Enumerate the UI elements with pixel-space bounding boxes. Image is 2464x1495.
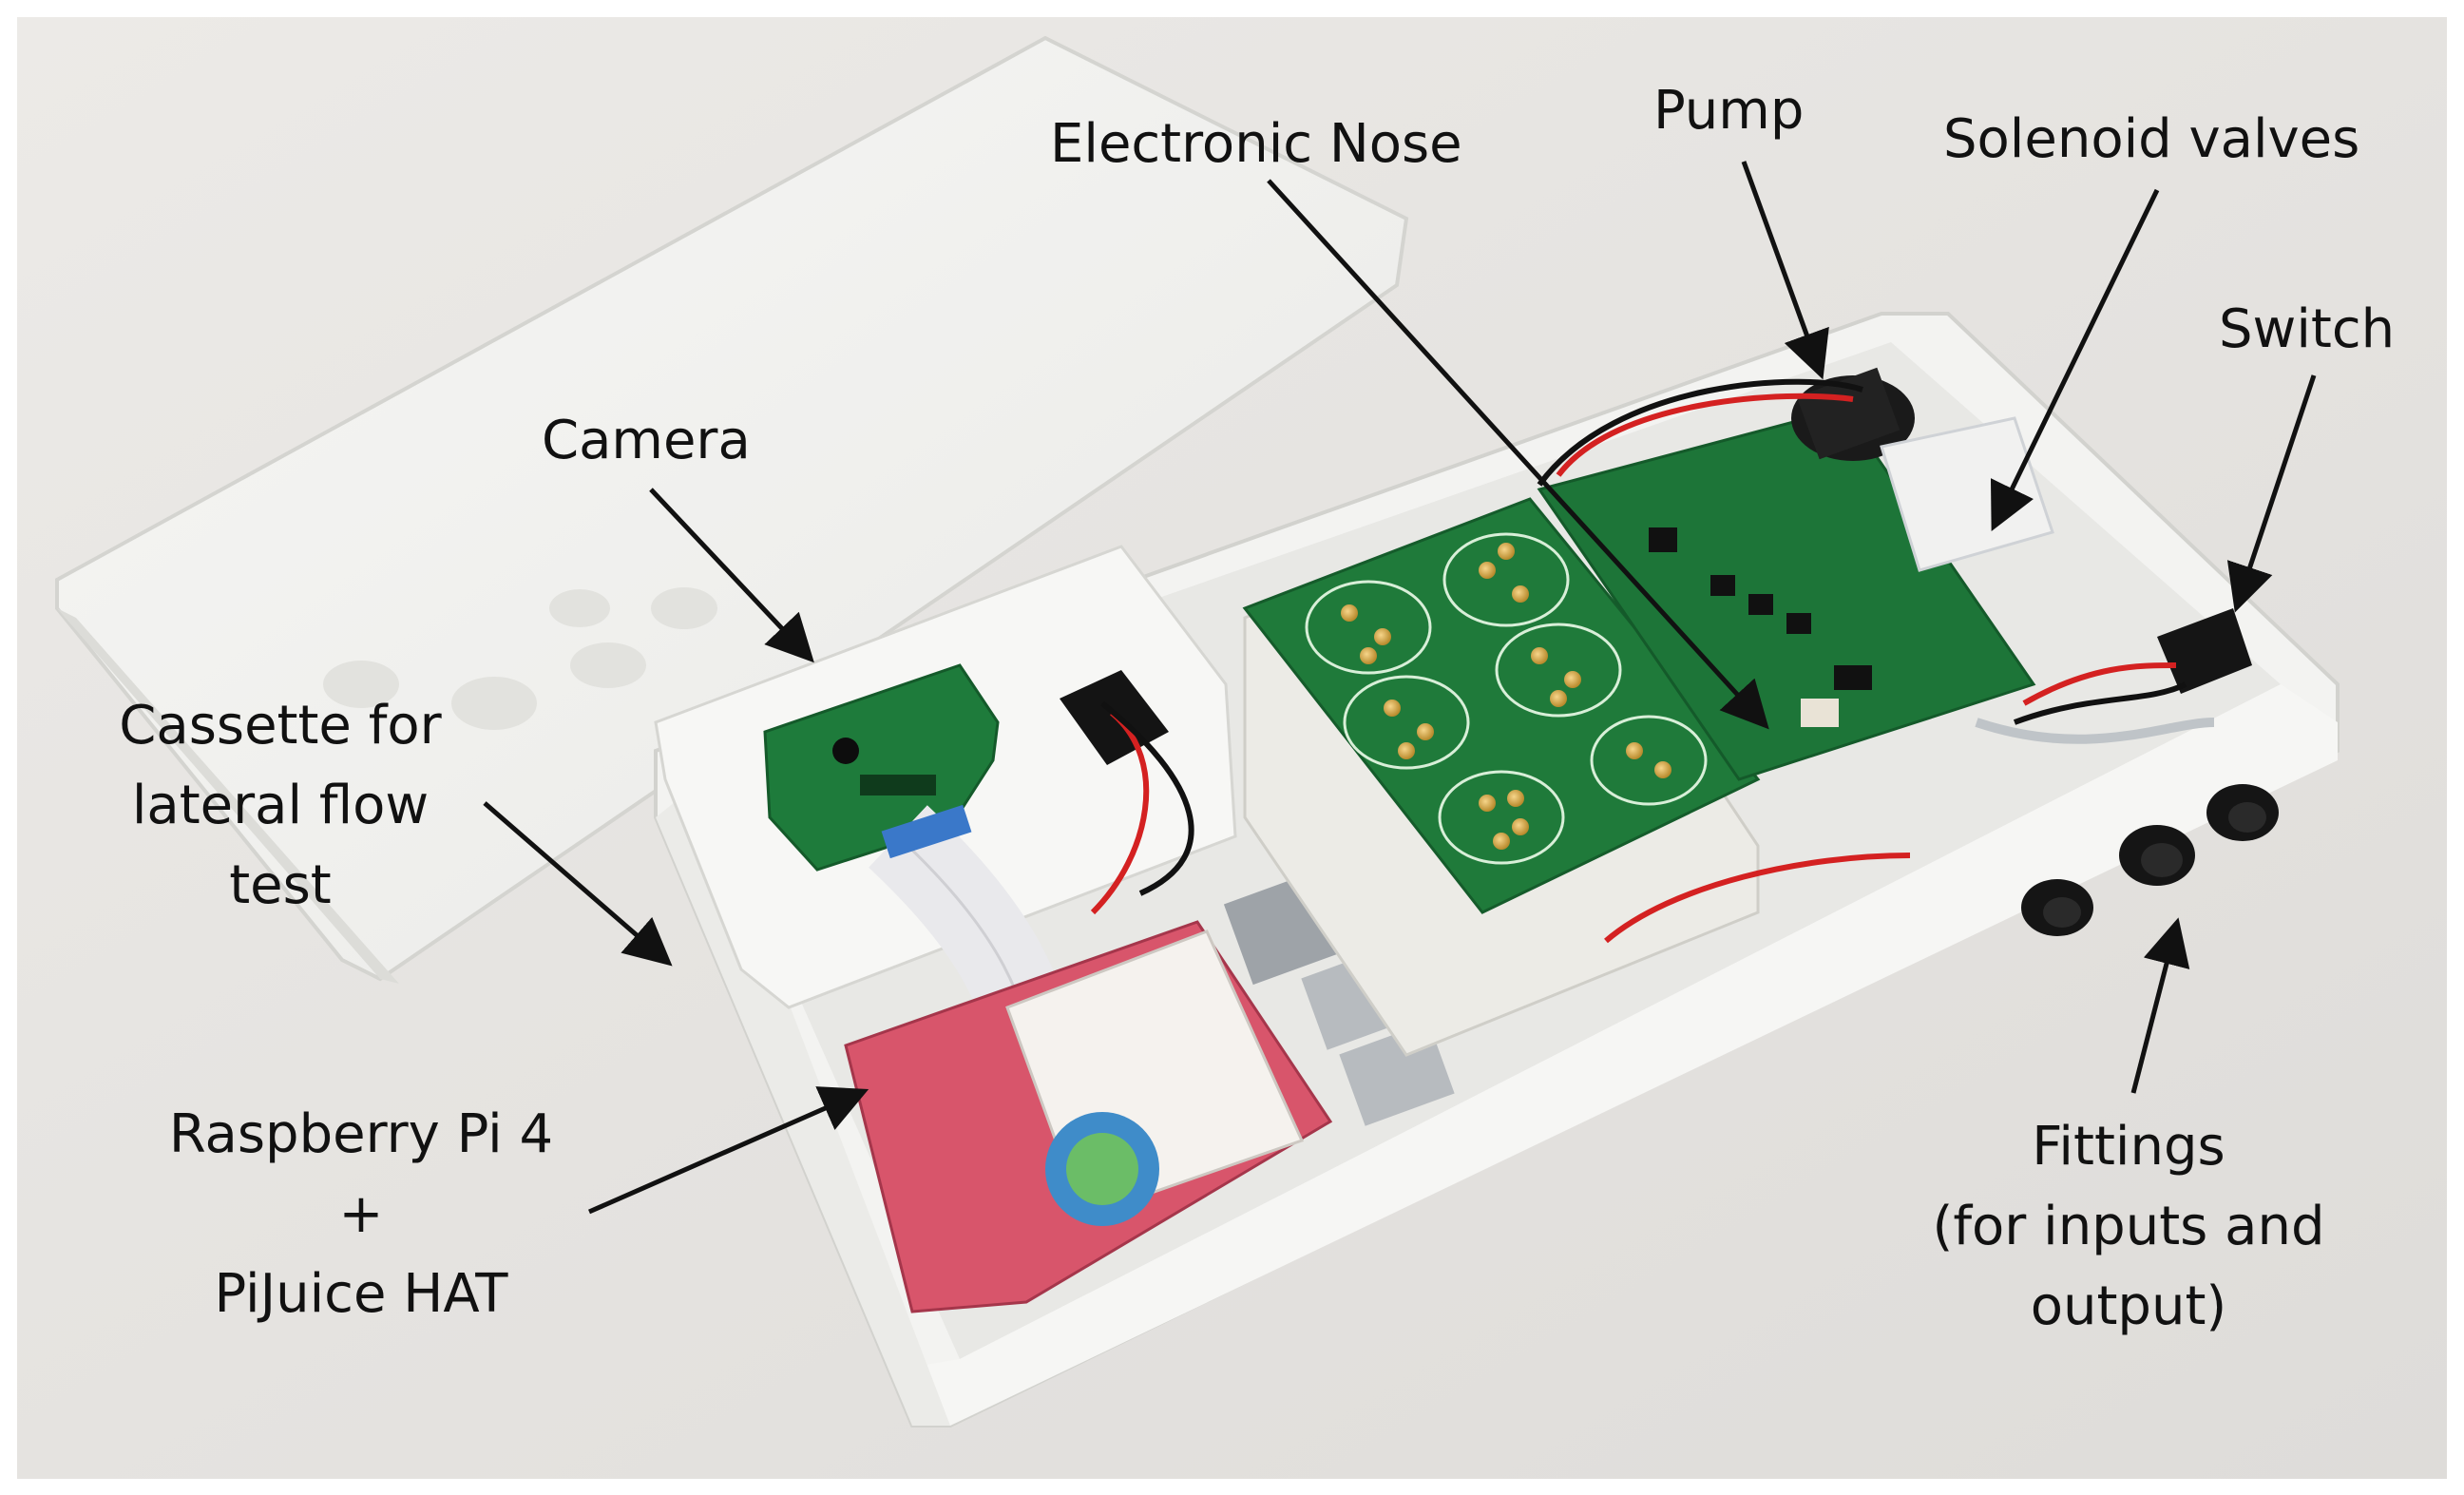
arrow-switch — [2226, 374, 2317, 613]
arrow-camera — [649, 488, 814, 663]
enclosure-lid — [55, 35, 1409, 982]
arrow-raspberry-pi — [587, 1086, 869, 1215]
electronic-nose-board — [1242, 497, 1761, 914]
lid-vents — [323, 587, 717, 730]
label-electronic-nose: Electronic Nose — [1050, 105, 1462, 184]
label-cassette-line-2: lateral flow — [131, 775, 430, 836]
arrow-pump — [1741, 161, 1829, 380]
power-switch — [2157, 608, 2252, 694]
label-raspberry-line-2: + — [338, 1183, 384, 1245]
label-raspberry-pi: Raspberry Pi 4 + PiJuice HAT — [162, 1095, 561, 1334]
arrow-solenoid-valves — [1990, 188, 2160, 531]
label-cassette: Cassette for lateral flow test — [109, 686, 451, 926]
label-pump: Pump — [1653, 71, 1804, 151]
label-switch-text: Switch — [2219, 298, 2396, 360]
label-cassette-line-1: Cassette for — [119, 695, 442, 757]
label-camera-text: Camera — [542, 410, 751, 471]
label-switch: Switch — [2219, 290, 2395, 370]
control-board — [1537, 407, 2036, 781]
sensor-pins — [1341, 543, 1671, 850]
label-fittings: Fittings (for inputs and output) — [1920, 1107, 2338, 1347]
arrow-cassette — [483, 801, 673, 967]
arrow-fittings — [2130, 917, 2190, 1094]
arrow-electronic-nose — [1267, 179, 1769, 730]
annotation-arrows — [483, 161, 2317, 1215]
label-fittings-line-3: output) — [2030, 1275, 2227, 1337]
solenoid-valves — [1880, 416, 2054, 572]
label-fittings-line-1: Fittings — [2032, 1116, 2225, 1178]
label-electronic-nose-text: Electronic Nose — [1050, 113, 1462, 175]
label-pump-text: Pump — [1653, 80, 1805, 142]
label-solenoid-valves-text: Solenoid valves — [1943, 108, 2360, 170]
label-fittings-line-2: (for inputs and — [1932, 1196, 2325, 1257]
label-cassette-line-3: test — [229, 854, 332, 916]
label-solenoid-valves: Solenoid valves — [1943, 100, 2359, 180]
label-raspberry-line-1: Raspberry Pi 4 — [168, 1103, 554, 1165]
label-camera: Camera — [542, 401, 751, 481]
label-raspberry-line-3: PiJuice HAT — [214, 1263, 508, 1325]
red-wire — [1090, 710, 1150, 915]
sensor-rings — [1305, 532, 1708, 865]
